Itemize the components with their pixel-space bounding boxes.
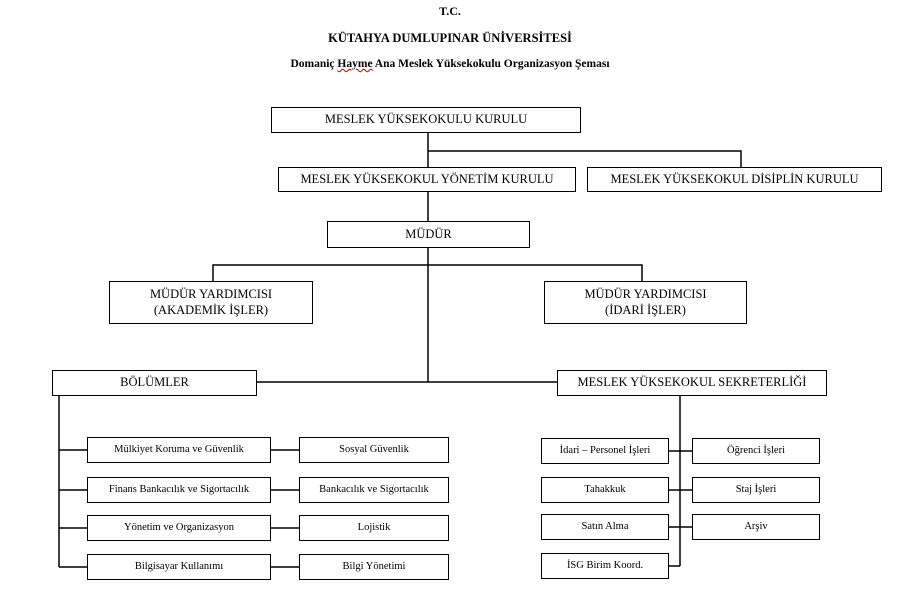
- unit-staj-isleri: Staj İşleri: [692, 477, 820, 503]
- dept-finans-bankacilik: Finans Bankacılık ve Sigortacılık: [87, 477, 271, 503]
- dept-sosyal-guvenlik: Sosyal Güvenlik: [299, 437, 449, 463]
- box-sekreterlik: MESLEK YÜKSEKOKUL SEKRETERLİĞİ: [557, 370, 827, 396]
- box-meslek-yuksekokulu-kurulu: MESLEK YÜKSEKOKULU KURULU: [271, 107, 581, 133]
- box-mudur-yardimcisi-akademik: MÜDÜR YARDIMCISI (AKADEMİK İŞLER): [109, 281, 313, 324]
- title-university: KÜTAHYA DUMLUPINAR ÜNİVERSİTESİ: [328, 31, 572, 45]
- title-tc: T.C.: [439, 4, 461, 18]
- dept-yonetim-organizasyon: Yönetim ve Organizasyon: [87, 515, 271, 541]
- unit-ogrenci-isleri: Öğrenci İşleri: [692, 438, 820, 464]
- box-bolumler: BÖLÜMLER: [52, 370, 257, 396]
- box-yonetim-kurulu: MESLEK YÜKSEKOKUL YÖNETİM KURULU: [278, 167, 576, 192]
- unit-idari-personel: İdari – Personel İşleri: [541, 438, 669, 464]
- unit-isg-birim-koord: İSG Birim Koord.: [541, 553, 669, 579]
- dept-mulkiyet-koruma: Mülkiyet Koruma ve Güvenlik: [87, 437, 271, 463]
- unit-arsiv: Arşiv: [692, 514, 820, 540]
- dept-bankacilik-sigortacilik: Bankacılık ve Sigortacılık: [299, 477, 449, 503]
- box-mudur-yardimcisi-idari: MÜDÜR YARDIMCISI (İDARİ İŞLER): [544, 281, 747, 324]
- box-disiplin-kurulu: MESLEK YÜKSEKOKUL DİSİPLİN KURULU: [587, 167, 882, 192]
- spellcheck-word: Hayme: [337, 58, 373, 70]
- dept-bilgi-yonetimi: Bilgi Yönetimi: [299, 554, 449, 580]
- title-chart: Domaniç Hayme Ana Meslek Yüksekokulu Org…: [290, 58, 610, 70]
- box-mudur: MÜDÜR: [327, 221, 530, 248]
- unit-tahakkuk: Tahakkuk: [541, 477, 669, 503]
- dept-lojistik: Lojistik: [299, 515, 449, 541]
- unit-satin-alma: Satın Alma: [541, 514, 669, 540]
- dept-bilgisayar-kullanimi: Bilgisayar Kullanımı: [87, 554, 271, 580]
